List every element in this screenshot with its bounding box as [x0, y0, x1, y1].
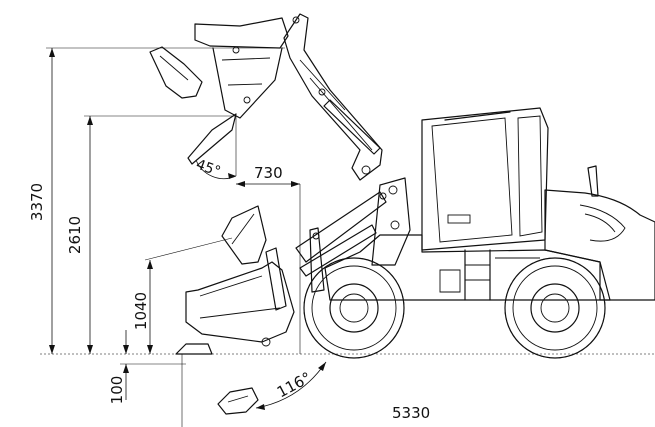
ground-bucket-tip	[175, 343, 213, 355]
rolled-back-bucket	[217, 387, 259, 415]
dump-bucket-tip	[187, 113, 237, 165]
dimension-100: 100	[108, 330, 186, 427]
dimension-1040: 1040	[132, 237, 233, 354]
loader-body	[324, 107, 655, 301]
dimension-116-degree: 116°	[255, 361, 327, 410]
front-wheel	[303, 257, 405, 359]
dimension-2610-label: 2610	[66, 216, 84, 254]
dimension-1040-label: 1040	[132, 292, 150, 330]
dimension-730-label: 730	[254, 164, 283, 182]
dimension-5330-label: 5330	[392, 404, 430, 422]
dimension-3370-label: 3370	[28, 183, 46, 221]
rear-wheel	[504, 257, 606, 359]
dimension-100-label: 100	[108, 376, 126, 405]
dimension-116-label: 116°	[274, 369, 314, 402]
dimension-2610: 2610	[66, 115, 236, 354]
raised-boom-arm	[283, 13, 383, 181]
carry-bucket-raised-outline	[221, 205, 287, 311]
raised-bucket	[194, 17, 289, 119]
dimension-3370: 3370	[28, 47, 285, 354]
dimension-45-label: 45°	[194, 157, 223, 181]
dimension-730: 730	[236, 164, 301, 354]
dimension-5330: 5330	[392, 404, 430, 422]
carry-bucket	[185, 261, 295, 347]
lowered-boom-arm	[295, 191, 387, 293]
dumped-bucket-outline	[149, 46, 203, 99]
dimension-45-degree: 45°	[194, 116, 237, 181]
